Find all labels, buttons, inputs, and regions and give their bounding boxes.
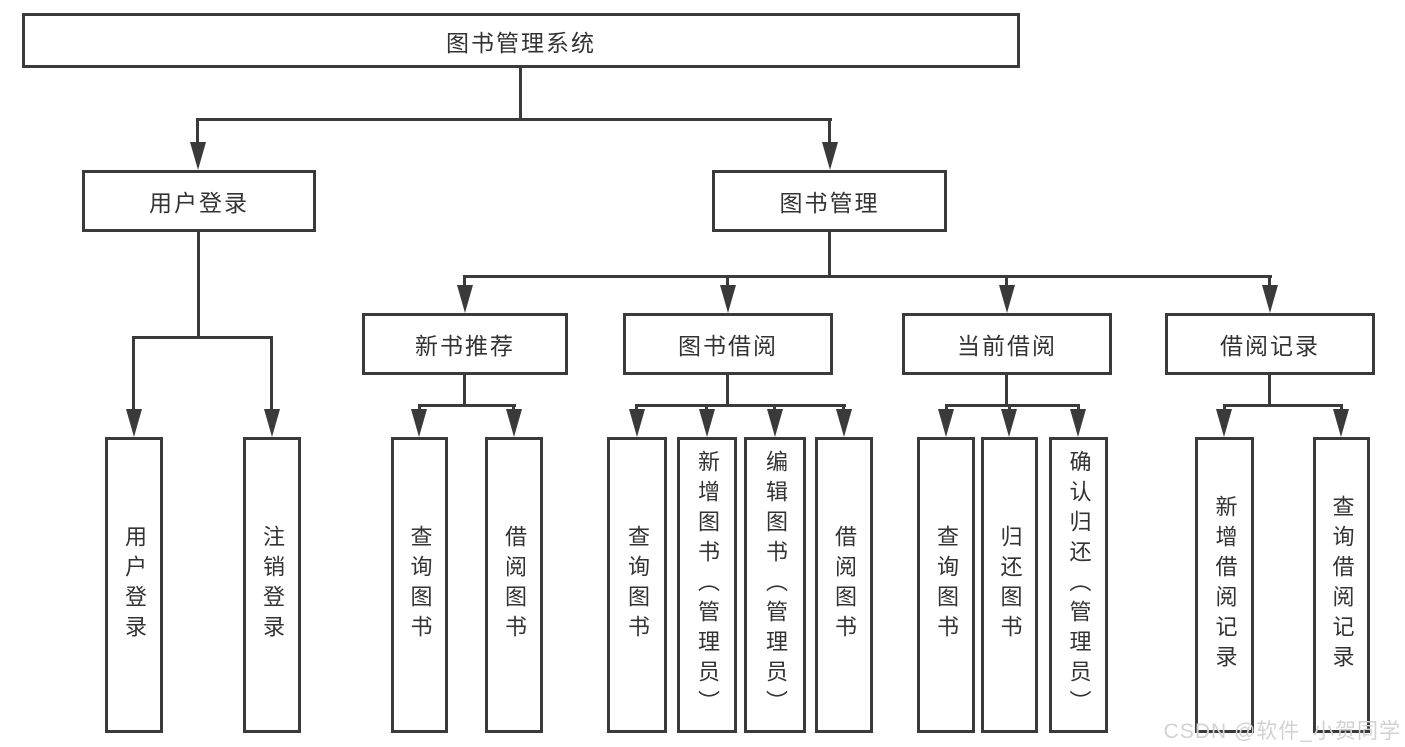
leaf-borrow-query: 查询图书 — [607, 437, 667, 733]
arrowhead-icon — [938, 409, 954, 437]
connector-line — [270, 336, 273, 414]
connector-line — [132, 336, 273, 339]
connector-line — [1005, 375, 1008, 407]
connector-line — [726, 375, 729, 407]
arrowhead-icon — [699, 409, 715, 437]
connector-line — [196, 118, 832, 121]
arrowhead-icon — [1070, 409, 1086, 437]
connector-line — [418, 404, 516, 407]
leaf-borrow-edit-admin-label: 编辑图书（管理员） — [763, 450, 788, 720]
leaf-current-return-label: 归还图书 — [997, 525, 1023, 645]
leaf-current-confirm-admin-label: 确认归还（管理员） — [1066, 450, 1092, 720]
node-book-management-label: 图书管理 — [779, 190, 880, 216]
arrowhead-icon — [126, 409, 142, 437]
node-new-book-recommend-label: 新书推荐 — [415, 333, 515, 359]
leaf-records-query-label: 查询借阅记录 — [1329, 495, 1355, 675]
connector-line — [726, 275, 729, 291]
arrowhead-icon — [457, 285, 473, 313]
node-user-login: 用户登录 — [82, 170, 316, 232]
leaf-newbook-query-label: 查询图书 — [407, 525, 433, 645]
connector-line — [197, 232, 200, 339]
node-root-label: 图书管理系统 — [446, 29, 596, 56]
connector-line — [519, 67, 522, 118]
node-user-login-label: 用户登录 — [149, 190, 249, 216]
arrowhead-icon — [822, 142, 838, 170]
leaf-newbook-borrow-label: 借阅图书 — [502, 525, 527, 645]
connector-line — [636, 404, 846, 407]
arrowhead-icon — [836, 409, 852, 437]
connector-line — [1223, 404, 1343, 407]
leaf-records-add-label: 新增借阅记录 — [1212, 495, 1238, 675]
leaf-logout: 注销登录 — [243, 437, 301, 733]
arrowhead-icon — [720, 285, 736, 313]
node-borrow-records-label: 借阅记录 — [1220, 333, 1320, 359]
node-book-management: 图书管理 — [712, 170, 947, 232]
leaf-borrow-edit-admin: 编辑图书（管理员） — [744, 437, 806, 733]
leaf-borrow-add-admin: 新增图书（管理员） — [677, 437, 737, 733]
arrowhead-icon — [411, 409, 427, 437]
connector-line — [463, 375, 466, 407]
leaf-newbook-borrow: 借阅图书 — [485, 437, 543, 733]
arrowhead-icon — [1001, 409, 1017, 437]
node-book-borrow-label: 图书借阅 — [678, 333, 778, 359]
connector-line — [1268, 375, 1271, 407]
arrowhead-icon — [999, 285, 1015, 313]
connector-line — [1268, 275, 1271, 291]
leaf-borrow-add-admin-label: 新增图书（管理员） — [695, 450, 720, 720]
connector-line — [1005, 275, 1008, 291]
node-new-book-recommend: 新书推荐 — [362, 313, 568, 375]
connector-line — [464, 275, 1272, 278]
leaf-records-query: 查询借阅记录 — [1313, 437, 1370, 733]
arrowhead-icon — [190, 142, 206, 170]
connector-line — [945, 404, 1080, 407]
leaf-newbook-query: 查询图书 — [391, 437, 448, 733]
leaf-borrow-borrow: 借阅图书 — [815, 437, 873, 733]
leaf-borrow-borrow-label: 借阅图书 — [832, 525, 857, 645]
arrowhead-icon — [506, 409, 522, 437]
node-book-borrow: 图书借阅 — [623, 313, 833, 375]
arrowhead-icon — [767, 409, 783, 437]
arrowhead-icon — [1262, 285, 1278, 313]
connector-line — [196, 118, 199, 148]
leaf-borrow-query-label: 查询图书 — [625, 525, 650, 645]
connector-line — [828, 232, 831, 278]
leaf-current-query: 查询图书 — [917, 437, 975, 733]
leaf-current-query-label: 查询图书 — [934, 525, 959, 645]
arrowhead-icon — [264, 409, 280, 437]
leaf-user-login-label: 用户登录 — [122, 525, 147, 645]
node-root: 图书管理系统 — [22, 13, 1020, 68]
node-current-borrow: 当前借阅 — [902, 313, 1112, 375]
csdn-watermark: CSDN @软件_小贺同学 — [1163, 720, 1401, 743]
node-current-borrow-label: 当前借阅 — [957, 333, 1057, 359]
connector-line — [132, 336, 135, 414]
leaf-logout-label: 注销登录 — [260, 525, 285, 645]
leaf-records-add: 新增借阅记录 — [1195, 437, 1254, 733]
connector-line — [463, 275, 466, 291]
leaf-current-return: 归还图书 — [981, 437, 1038, 733]
arrowhead-icon — [1216, 409, 1232, 437]
leaf-current-confirm-admin: 确认归还（管理员） — [1049, 437, 1108, 733]
arrowhead-icon — [1333, 409, 1349, 437]
connector-line — [828, 118, 831, 148]
arrowhead-icon — [629, 409, 645, 437]
node-borrow-records: 借阅记录 — [1165, 313, 1375, 375]
leaf-user-login: 用户登录 — [105, 437, 163, 733]
